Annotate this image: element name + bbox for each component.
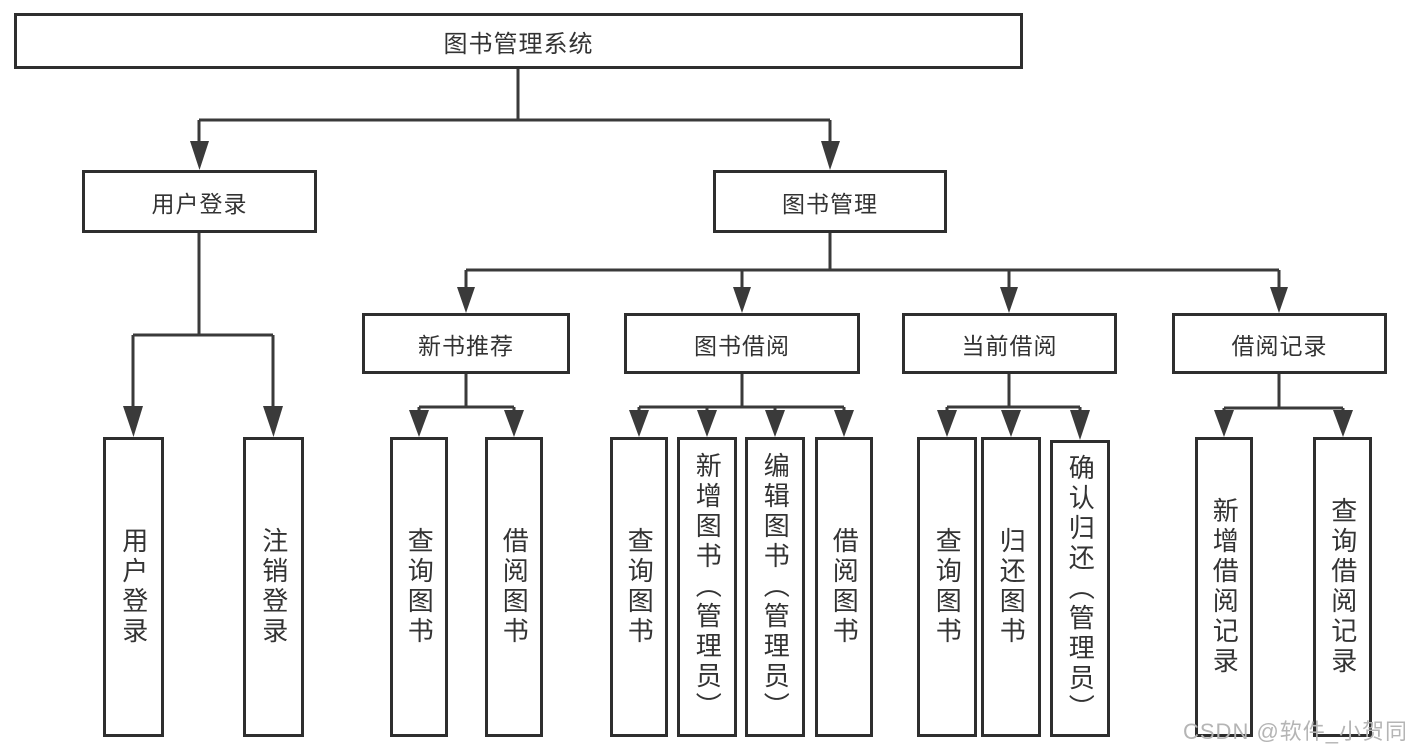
- csdn-watermark: CSDN @软件_小贺同学: [1183, 719, 1405, 744]
- connector-bookmgmt-to-level3: [457, 233, 1288, 313]
- connector-userlogin-to-leaves: [123, 233, 283, 437]
- connector-newbook-to-leaves: [409, 374, 524, 437]
- node-user-login: 用户登录: [82, 170, 317, 233]
- leaf-record-query: 查询借阅记录: [1313, 437, 1372, 737]
- node-borrow-record: 借阅记录: [1172, 313, 1387, 374]
- leaf-borrow-query: 查询图书: [610, 437, 668, 737]
- leaf-borrow-borrow: 借阅图书: [815, 437, 873, 737]
- leaf-current-return: 归还图书: [981, 437, 1041, 737]
- connector-borrowrecord-to-leaves: [1214, 374, 1353, 437]
- leaf-current-confirm-admin: 确认归还（管理员）: [1050, 440, 1110, 737]
- connector-bookborrow-to-leaves: [629, 374, 854, 437]
- leaf-borrow-edit-admin: 编辑图书（管理员）: [745, 437, 805, 737]
- leaf-logout: 注销登录: [243, 437, 304, 737]
- node-new-book-recommend: 新书推荐: [362, 313, 570, 374]
- leaf-newbook-query: 查询图书: [390, 437, 448, 737]
- leaf-user-login: 用户登录: [103, 437, 164, 737]
- node-book-borrow: 图书借阅: [624, 313, 860, 374]
- node-current-borrow: 当前借阅: [902, 313, 1117, 374]
- node-book-management: 图书管理: [713, 170, 947, 233]
- leaf-current-query: 查询图书: [917, 437, 977, 737]
- leaf-record-add: 新增借阅记录: [1195, 437, 1253, 737]
- leaf-borrow-add-admin: 新增图书（管理员）: [677, 437, 737, 737]
- node-root-system: 图书管理系统: [14, 13, 1023, 69]
- leaf-newbook-borrow: 借阅图书: [485, 437, 543, 737]
- connector-root-to-level2: [190, 69, 840, 170]
- connector-currentborrow-to-leaves: [937, 374, 1090, 440]
